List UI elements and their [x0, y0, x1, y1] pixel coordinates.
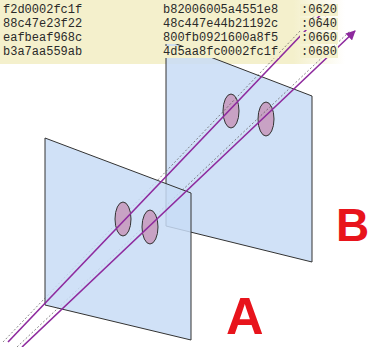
ray-guide [3, 7, 323, 342]
hole [258, 102, 274, 136]
hex-dump-text: :0620 [300, 4, 338, 16]
hole [223, 94, 239, 128]
plane-a [45, 138, 191, 340]
hole [115, 202, 131, 236]
hole [142, 210, 158, 244]
hex-dump-text: 800fb0921600a8f5 [162, 32, 279, 44]
ray-arrow [22, 31, 355, 347]
plane-label: B [336, 202, 369, 248]
hex-dump-text: eafbeaf968c [2, 32, 83, 44]
ray-guide [17, 31, 350, 347]
hex-dump-text: 4d5aa8fc0002fc1f [162, 46, 279, 58]
hex-dump-text: b3a7aa559ab [2, 46, 83, 58]
hex-dump-text: :0660 [300, 32, 338, 44]
hex-dump-text: b82006005a4551e8 [162, 4, 279, 16]
hex-dump-text: f2d0002fc1f [2, 4, 83, 16]
hex-dump-text: :0680 [300, 46, 338, 58]
hex-dump-text: 48c447e44b21192c [162, 18, 279, 30]
plane-label: A [226, 290, 264, 342]
hex-dump-ground [0, 0, 345, 64]
hex-dump-text: :0640 [300, 18, 338, 30]
hex-dump-text: 88c47e23f22 [2, 18, 83, 30]
